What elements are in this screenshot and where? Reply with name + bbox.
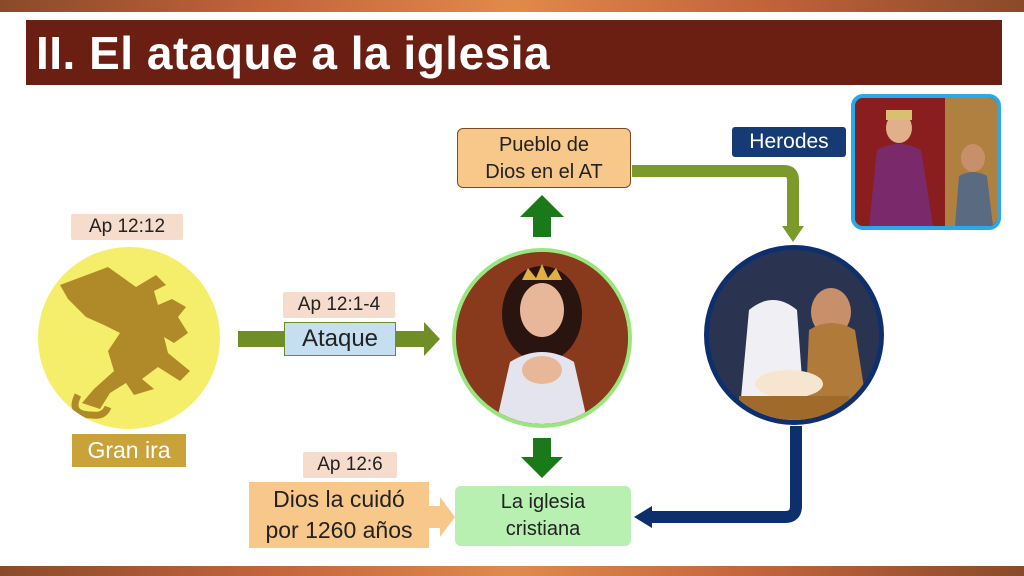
- down-arrow: [521, 438, 563, 478]
- gran-ira-label: Gran ira: [72, 434, 186, 467]
- cuido-line-1: Dios la cuidó: [273, 486, 405, 512]
- ref-ap-12-6: Ap 12:6: [303, 452, 397, 478]
- title-bar: [26, 20, 1002, 85]
- herodes-label: Herodes: [732, 127, 846, 157]
- pueblo-de-dios-box: Pueblo de Dios en el AT: [457, 128, 631, 188]
- dios-la-cuido-box: Dios la cuidó por 1260 años: [249, 482, 429, 548]
- iglesia-line-1: La iglesia: [500, 491, 586, 513]
- herodes-portrait: [851, 94, 1001, 230]
- pueblo-to-nativity-arrow: [632, 165, 804, 242]
- ref-ap-12-12: Ap 12:12: [71, 214, 183, 240]
- herodes-figure: [855, 98, 997, 226]
- iglesia-cristiana-box: La iglesia cristiana: [455, 486, 631, 546]
- nativity-to-iglesia-arrow: [634, 426, 802, 528]
- dragon-icon: [60, 267, 190, 419]
- nativity-portrait: [704, 245, 884, 425]
- cuido-arrow: [428, 497, 455, 537]
- slide-title: II. El ataque a la iglesia: [36, 27, 551, 79]
- bottom-border: [0, 566, 1024, 576]
- dragon-circle: [38, 247, 220, 429]
- attack-arrow: [238, 322, 440, 356]
- nativity-figure: [709, 250, 879, 420]
- cuido-line-2: por 1260 años: [265, 517, 413, 543]
- woman-figure: [456, 252, 628, 424]
- woman-portrait: [452, 248, 632, 428]
- ref-ap-12-1-4: Ap 12:1-4: [283, 292, 395, 318]
- ataque-label: Ataque: [284, 322, 396, 356]
- pueblo-line-1: Pueblo de: [498, 134, 590, 156]
- top-border: [0, 0, 1024, 12]
- pueblo-line-2: Dios en el AT: [485, 161, 603, 183]
- iglesia-line-2: cristiana: [505, 518, 581, 540]
- up-arrow: [520, 195, 564, 237]
